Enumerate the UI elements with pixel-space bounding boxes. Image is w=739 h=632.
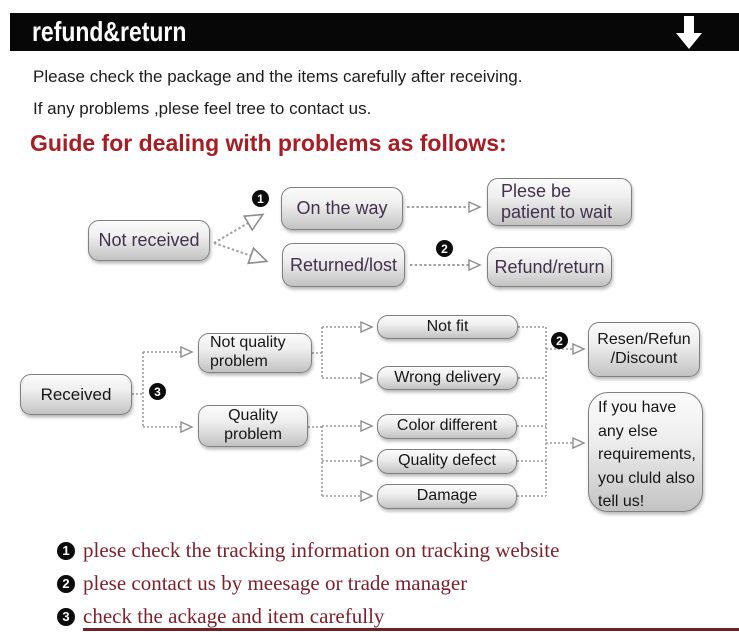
flow-box-not-fit: Not fit — [377, 315, 518, 339]
flow-box-received: Received — [20, 374, 132, 415]
footnote-1: 1 plese check the tracking information o… — [57, 538, 559, 563]
footnote-3: 3 check the ackage and item carefully — [57, 604, 559, 629]
footnotes: 1 plese check the tracking information o… — [57, 538, 559, 632]
footnote-2: 2 plese contact us by meesage or trade m… — [57, 571, 559, 596]
intro-line-2: If any problems ,plese feel tree to cont… — [33, 99, 372, 118]
flow-box-color-different: Color different — [377, 414, 517, 439]
flow-box-refund-return: Refund/return — [487, 247, 612, 287]
footnote-text-3: check the ackage and item carefully — [83, 604, 385, 628]
step-marker-3: 3 — [149, 383, 166, 400]
step-marker-2: 2 — [436, 240, 453, 257]
step-marker-1: 1 — [252, 190, 269, 207]
page-title: refund&return — [32, 16, 187, 47]
flow-box-not-quality-problem: Not quality problem — [198, 333, 312, 373]
flow-box-quality-defect: Quality defect — [377, 449, 517, 474]
intro-line-1: Please check the package and the items c… — [33, 67, 523, 86]
flow-box-plese-be-patient: Plese be patient to wait — [487, 178, 632, 226]
footnote-text-2: plese contact us by meesage or trade man… — [83, 571, 468, 595]
flow-box-returned-lost: Returned/lost — [282, 243, 405, 287]
footnote-marker-2: 2 — [57, 574, 75, 593]
footnote-text-1: plese check the tracking information on … — [83, 538, 560, 562]
footnote-marker-1: 1 — [57, 541, 75, 560]
footnote-marker-3: 3 — [57, 607, 75, 626]
down-arrow-icon — [676, 16, 702, 49]
flow-box-quality-problem: Quality problem — [198, 405, 308, 447]
flow-box-other-requirements: If you have any else requirements, you c… — [588, 392, 703, 512]
guide-heading: Guide for dealing with problems as follo… — [30, 130, 507, 156]
step-marker-2: 2 — [551, 332, 568, 349]
flow-box-on-the-way: On the way — [281, 187, 403, 230]
bottom-divider — [83, 628, 739, 631]
header-bar: refund&return — [10, 13, 739, 51]
flow-box-resend-refund-discount: Resen/Refun /Discount — [588, 322, 700, 377]
flow-box-damage: Damage — [377, 484, 517, 509]
flow-box-wrong-delivery: Wrong delivery — [377, 366, 518, 390]
flow-box-not-received: Not received — [88, 220, 210, 261]
